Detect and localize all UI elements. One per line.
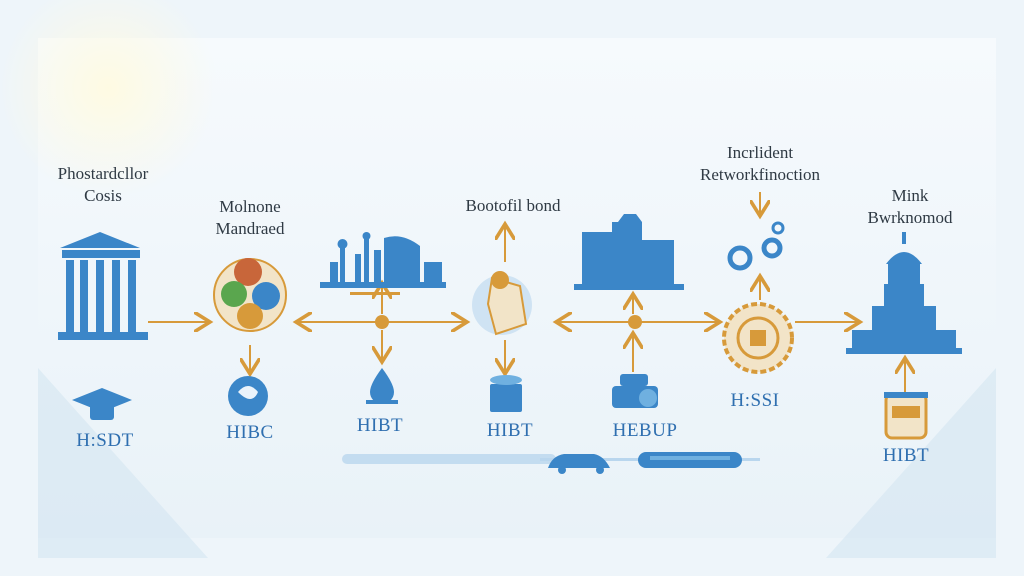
building-columns-icon [58,232,148,340]
gear-medallion-icon [722,302,794,374]
node2-title: Molnone Mandraed [180,196,320,240]
transport-strip [342,452,760,474]
vehicle-icon [548,454,610,474]
track-blur [342,454,556,464]
node2-title-line1: Molnone [219,197,281,216]
globe-seal-icon [228,376,268,416]
junction-dot-2 [628,315,642,329]
water-drop-icon [366,368,398,404]
city-skyline-icon [320,232,446,288]
jar-icon [884,392,928,440]
tower-building-icon [846,232,962,354]
document-stack-icon [490,375,522,412]
node7-code: HIBT [882,445,930,466]
flow-arrows [148,192,905,392]
node1-title-line2: Cosis [84,186,122,205]
graduation-cap-icon [72,388,132,420]
gears-icon [727,221,785,271]
node1-title-line1: Phostardcllor [57,164,149,183]
node6-title-line1: Incrlident [726,143,794,162]
node7-title-line1: Mink [891,186,929,205]
node1-code: H:SDT [76,430,134,451]
node4-title-line1: Bootofil bond [465,196,561,215]
node6-code: H:SSI [730,390,780,411]
city-skyline-base [350,292,400,295]
node5-code: HEBUP [612,420,678,441]
globe-circles-icon [213,258,287,332]
node4-title: Bootofil bond [438,195,588,217]
map-globe-icon [472,271,532,336]
light-glow [0,0,218,198]
node7-title: Mink Bwrknomod [840,185,980,229]
printer-device-icon [612,374,658,408]
node4-code: HIBT [486,420,534,441]
node1-title: Phostardcllor Cosis [28,163,178,207]
node3-code: HIBT [356,415,404,436]
train-icon [638,452,742,468]
office-buildings-icon [574,214,684,290]
node2-title-line2: Mandraed [215,219,285,238]
junction-dot-1 [375,315,389,329]
node2-code: HIBC [226,422,274,443]
node6-title: Incrlident Retworkfinoction [670,142,850,186]
node7-title-line2: Bwrknomod [867,208,953,227]
node6-title-line2: Retworkfinoction [700,165,820,184]
